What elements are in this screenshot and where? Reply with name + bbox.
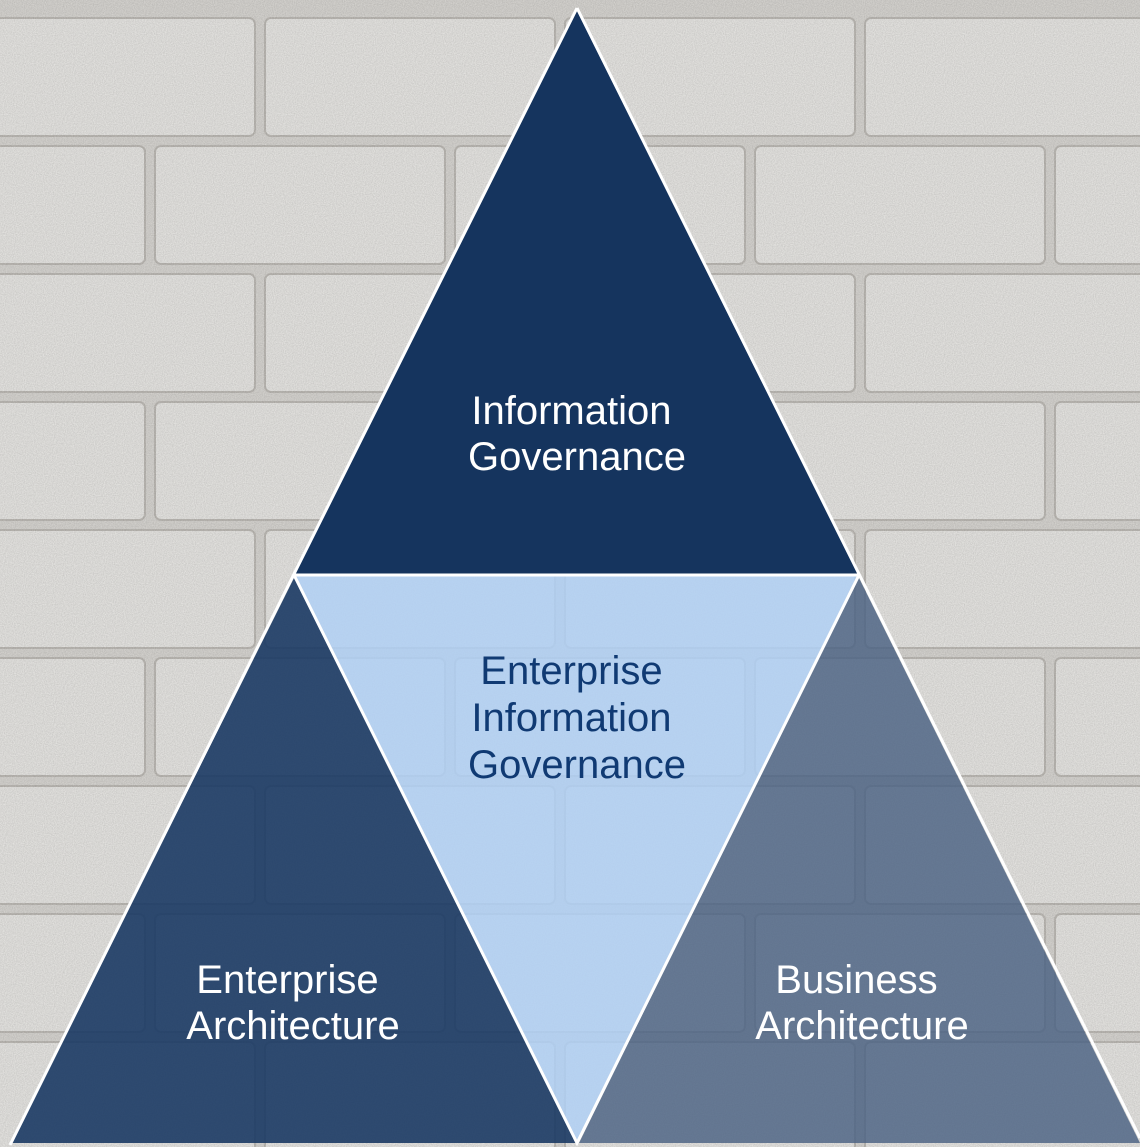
- right-label-line: Architecture: [755, 1004, 968, 1048]
- center-label-line: Governance: [468, 743, 686, 787]
- left-label-line: Architecture: [186, 1004, 399, 1048]
- left-label-line: Enterprise: [196, 958, 378, 1002]
- center-inverted-triangle: [296, 576, 857, 1140]
- center-label-line: Enterprise: [480, 649, 662, 693]
- divider-inner-v: [292, 574, 861, 1147]
- top-label-line: Information: [471, 389, 671, 433]
- right-triangle: [579, 576, 1140, 1143]
- left-triangle: [12, 576, 576, 1143]
- center-triangle-label: Enterprise Information Governance: [468, 649, 686, 787]
- right-label-line: Business: [775, 958, 937, 1002]
- triangle-diagram: [8, 7, 1140, 1147]
- left-triangle-label: Enterprise Architecture: [186, 958, 399, 1048]
- top-triangle-label: Information Governance: [468, 389, 686, 479]
- triangle-dividers: [8, 7, 1140, 1147]
- top-label-line: Governance: [468, 435, 686, 479]
- right-triangle-label: Business Architecture: [755, 958, 968, 1048]
- top-triangle: [295, 8, 858, 574]
- center-label-line: Information: [471, 696, 671, 740]
